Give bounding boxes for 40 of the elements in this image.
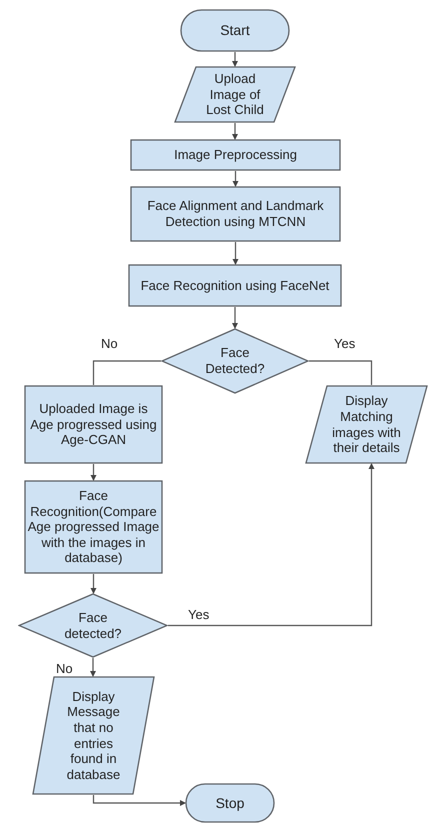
process-box	[130, 186, 341, 242]
process-box	[130, 139, 341, 171]
edge-label: No	[55, 662, 74, 675]
arrow	[90, 658, 96, 677]
io-parallelogram	[32, 676, 155, 795]
edge-label: Yes	[187, 608, 210, 621]
arrow	[90, 464, 96, 481]
arrow	[92, 795, 186, 806]
step-label: Face detected?	[63, 610, 123, 642]
step-label: Display Message that no entries found in database	[66, 688, 122, 782]
step-label: Face Recognition using FaceNet	[140, 278, 330, 294]
arrow	[232, 123, 238, 140]
step-label: Face Detected?	[204, 345, 266, 377]
step-label: Upload Image of Lost Child	[205, 71, 265, 118]
step-label: Face Alignment and Landmark Detection using MTCNN	[146, 198, 325, 230]
process-box	[128, 264, 342, 307]
step-label: Face Recognition(Compare Age progressed Image with the images in database)	[26, 488, 160, 566]
terminal-shape	[185, 783, 275, 823]
arrow	[232, 171, 238, 187]
step-label: Display Matching images with their details	[331, 393, 402, 456]
arrow	[168, 463, 374, 626]
process-box	[24, 385, 163, 464]
arrow	[232, 52, 238, 67]
connector-line	[92, 360, 161, 385]
step-label: Uploaded Image is Age progressed using Age-CGAN	[29, 401, 158, 448]
edge-label: Yes	[333, 337, 356, 350]
decision-diamond	[161, 328, 309, 394]
arrow	[90, 574, 96, 594]
terminal-shape	[180, 9, 290, 52]
step-label: Start	[219, 22, 251, 39]
connector-line	[309, 360, 372, 385]
arrow	[232, 242, 238, 265]
arrow	[232, 307, 238, 329]
step-label: Stop	[214, 794, 246, 812]
step-label: Image Preprocessing	[173, 147, 298, 163]
decision-diamond	[18, 593, 168, 658]
edge-label: No	[100, 337, 119, 350]
io-parallelogram	[174, 66, 296, 123]
io-parallelogram	[305, 385, 428, 464]
process-box	[24, 480, 163, 574]
